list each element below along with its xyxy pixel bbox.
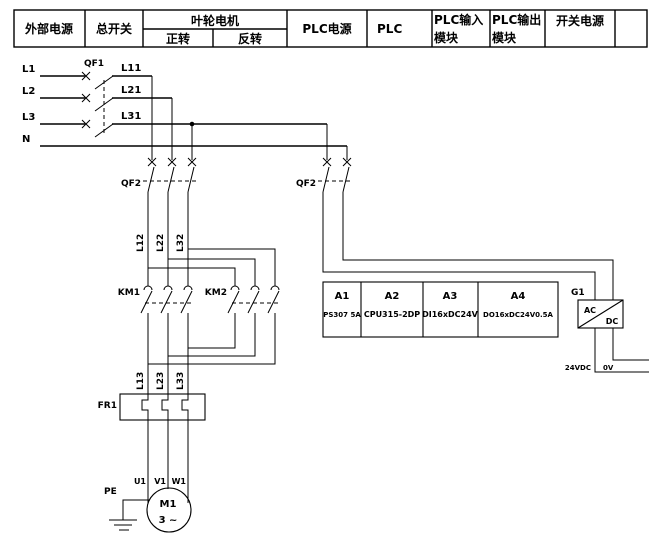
header-cell-external-power: 外部电源 [25,21,73,36]
label-v1: V1 [154,477,166,486]
header-cell-main-switch: 总开关 [96,21,132,36]
label-km1: KM1 [118,288,140,298]
label-dc: DC [606,317,619,326]
qf1-breaker: QF1 [81,59,114,138]
ground-symbol: PE [104,487,150,531]
label-motor-phase: 3 ~ [159,515,178,526]
contactor-output-wires: L13 L23 L33 [136,313,276,394]
label-ac: AC [584,306,596,315]
header-cell-plc-output-line2: 模块 [492,30,517,45]
km2-contactor: KM2 [205,285,280,314]
label-l31: L31 [121,111,141,122]
label-qf2-main: QF2 [121,179,141,189]
motor-m1: M1 3 ~ [146,487,192,533]
label-w1: W1 [172,477,187,486]
label-0v: 0V [603,364,614,372]
motor-branch-wires: L12 L22 L32 [136,192,276,286]
label-l23: L23 [156,372,166,390]
qf2-plc-breaker: QF2 [296,157,352,193]
module-a4-spec: DO16xDC24V0.5A [483,311,554,319]
module-a1-id: A1 [335,291,350,302]
header-cell-plc-input-line1: PLC输入 [434,12,483,27]
header-table: 外部电源 总开关 叶轮电机 正转 反转 PLC电源 PLC PLC输入 模块 P… [13,9,648,48]
label-km2: KM2 [205,288,227,298]
label-l32: L32 [176,234,186,252]
junction-dot [189,121,195,127]
power-feed-lines: L1 L2 L3 N [22,64,347,147]
dc-output-wires: 24VDC 0V [565,328,649,373]
plc-module-a1: A1 PS307 5A [323,291,361,319]
module-a1-spec: PS307 5A [323,311,361,319]
g1-ac-dc-converter: AC DC G1 [571,288,624,329]
plc-feed-wires [322,192,614,300]
label-n: N [22,134,30,145]
label-l13: L13 [136,372,146,390]
label-l11: L11 [121,63,141,74]
plc-module-row: A1 PS307 5A A2 CPU315-2DP A3 DI16xDC24V … [322,281,559,338]
label-u1: U1 [134,477,146,486]
label-qf1: QF1 [84,59,104,69]
module-a3-spec: DI16xDC24V [422,310,479,319]
plc-module-a4: A4 DO16xDC24V0.5A [483,291,554,319]
label-24vdc: 24VDC [565,364,591,372]
label-g1: G1 [571,288,585,298]
header-cell-plc-power: PLC电源 [302,21,351,36]
header-cell-forward: 正转 [166,31,190,46]
module-a4-id: A4 [511,291,526,302]
km1-contactor: KM1 [118,285,193,314]
motor-lead-wires: U1 V1 W1 [134,420,189,503]
label-l2: L2 [22,86,35,97]
header-cell-switching-power: 开关电源 [556,13,604,28]
module-a3-id: A3 [443,291,458,302]
plc-module-a3: A3 DI16xDC24V [422,291,479,319]
label-qf2-plc: QF2 [296,179,316,189]
header-cell-plc-output-line1: PLC输出 [492,12,541,27]
plc-module-a2: A2 CPU315-2DP [364,291,420,319]
qf2-main-breaker: QF2 [121,157,197,193]
label-pe: PE [104,487,117,497]
label-l3: L3 [22,112,35,123]
label-l22: L22 [156,234,166,252]
label-m1: M1 [160,499,177,510]
label-l33: L33 [176,372,186,390]
header-cell-reverse: 反转 [238,31,262,46]
phase-wires-after-qf1: L11 L21 L31 [112,63,348,160]
label-fr1: FR1 [98,401,117,411]
module-a2-id: A2 [385,291,400,302]
label-l21: L21 [121,85,141,96]
label-l12: L12 [136,234,146,252]
module-a2-spec: CPU315-2DP [364,310,420,319]
header-cell-impeller-motor: 叶轮电机 [191,13,239,28]
header-cell-plc-input-line2: 模块 [434,30,459,45]
header-cell-plc: PLC [377,22,402,36]
fr1-thermal-relay: FR1 [98,393,206,421]
label-l1: L1 [22,64,35,75]
